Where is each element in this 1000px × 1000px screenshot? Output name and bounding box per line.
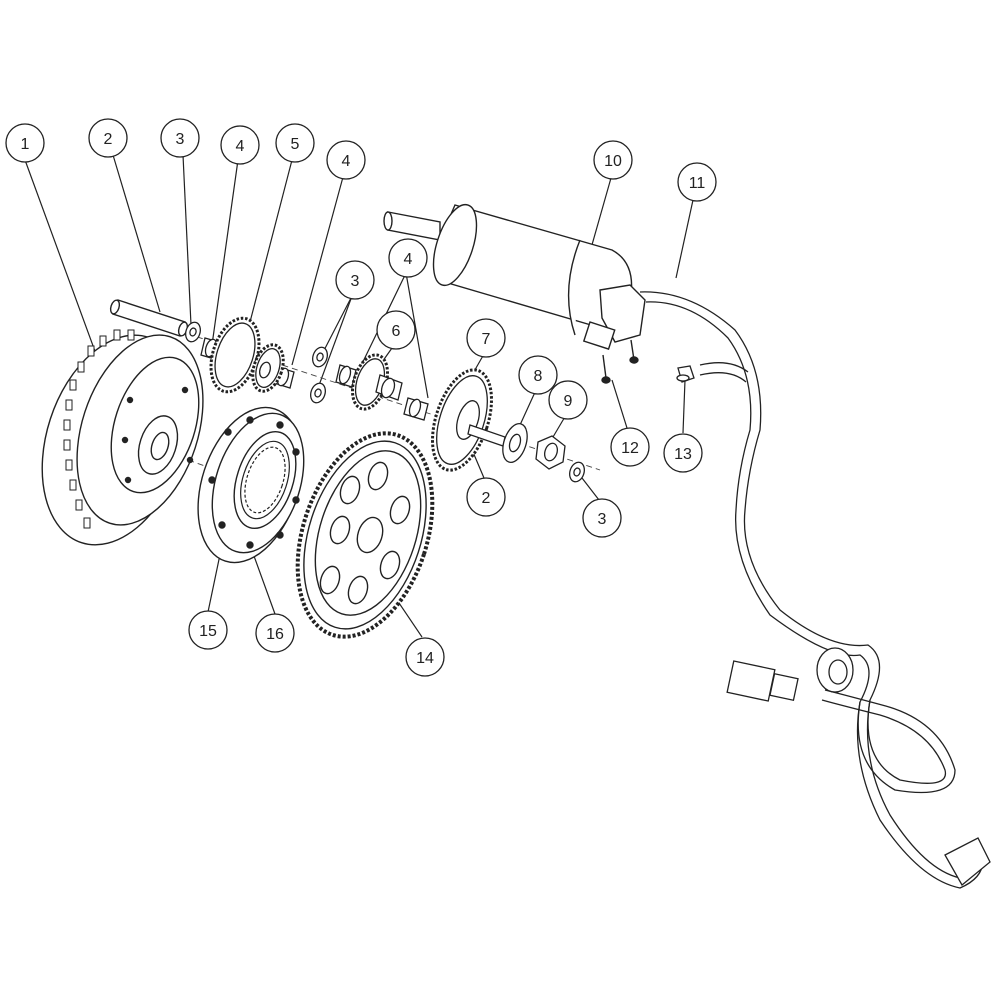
gear-holes [319, 461, 411, 605]
part-15-clutch-housing [197, 406, 305, 564]
svg-text:4: 4 [236, 138, 245, 155]
svg-text:7: 7 [482, 331, 491, 348]
callout-7: 7 [466, 318, 506, 358]
svg-text:16: 16 [266, 626, 284, 643]
svg-text:15: 15 [199, 623, 217, 640]
callout-1: 1 [5, 123, 45, 163]
part-16-one-way-clutch [240, 440, 290, 520]
rotor-bolts [121, 386, 194, 484]
callout-12: 12 [610, 427, 650, 467]
callout-2: 2 [88, 118, 128, 158]
part-6-pinion [350, 353, 403, 411]
callout-4: 4 [326, 140, 366, 180]
callout-13: 13 [663, 433, 703, 473]
callout-8: 8 [518, 355, 558, 395]
svg-text:12: 12 [621, 440, 639, 457]
callout-2: 2 [466, 477, 506, 517]
part-11-cable [639, 291, 991, 889]
svg-text:3: 3 [598, 511, 607, 528]
callout-4: 4 [388, 238, 428, 278]
callout-9: 9 [548, 380, 588, 420]
rotor-slots [63, 329, 135, 529]
callout-3: 3 [160, 118, 200, 158]
part-14-large-gear [295, 431, 435, 639]
svg-text:9: 9 [564, 393, 573, 410]
svg-text:8: 8 [534, 368, 543, 385]
callouts: 1 2 3 4 5 4 3 4 6 7 8 9 10 11 12 13 2 3 … [5, 118, 717, 677]
svg-text:2: 2 [482, 490, 491, 507]
callout-3: 3 [582, 498, 622, 538]
part-3-washers [185, 321, 585, 483]
part-8-washer [502, 423, 528, 463]
callout-11: 11 [677, 162, 717, 202]
svg-text:3: 3 [176, 131, 185, 148]
callout-3: 3 [335, 260, 375, 300]
part-1-rotor [41, 329, 204, 546]
svg-text:1: 1 [21, 136, 30, 153]
part-10-starter-motor [383, 203, 646, 384]
callout-10: 10 [593, 140, 633, 180]
svg-text:6: 6 [392, 323, 401, 340]
svg-text:10: 10 [604, 153, 622, 170]
part-9-nut [535, 435, 566, 470]
callout-14: 14 [405, 637, 445, 677]
svg-text:2: 2 [104, 131, 113, 148]
svg-text:5: 5 [291, 136, 300, 153]
svg-text:3: 3 [351, 273, 360, 290]
svg-text:14: 14 [416, 650, 434, 667]
part-13-bolt [676, 365, 695, 383]
svg-text:4: 4 [342, 153, 351, 170]
callout-6: 6 [376, 310, 416, 350]
callout-16: 16 [255, 613, 295, 653]
svg-text:11: 11 [689, 175, 706, 192]
svg-text:4: 4 [404, 251, 413, 268]
part-2-shaft [109, 299, 189, 337]
part-7-gear [431, 368, 506, 472]
svg-text:13: 13 [674, 446, 692, 463]
callout-15: 15 [188, 610, 228, 650]
callout-5: 5 [275, 123, 315, 163]
callout-4: 4 [220, 125, 260, 165]
part-5-double-gear [209, 316, 285, 394]
